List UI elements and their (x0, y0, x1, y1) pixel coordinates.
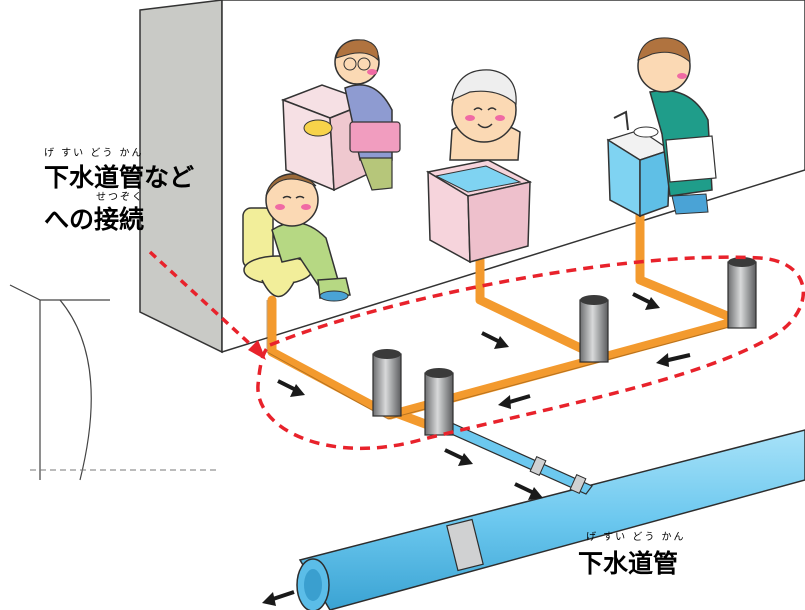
sewer-main-label: 下水道管 (578, 549, 678, 578)
kitchen-sink-icon (606, 110, 672, 218)
flow-arrow-icon (481, 331, 509, 349)
flow-arrow-icon (277, 379, 305, 397)
flow-arrow-icon (656, 353, 691, 367)
woman-figure (449, 69, 521, 161)
highlight-outline (256, 255, 805, 450)
sewer-main-pipe (296, 429, 805, 610)
connection-label-furigana-2: せつぞく (96, 191, 144, 203)
man-laundry-figure (334, 39, 401, 191)
flow-arrow-icon (262, 590, 295, 606)
man-kitchen-figure (633, 37, 717, 215)
connection-label-furigana-1: げ すい どう かん (44, 147, 144, 159)
inspection-basin-icon (424, 368, 454, 436)
private-drain-outline (266, 300, 741, 420)
bath-icon (425, 159, 533, 264)
inspection-basin-icon (727, 257, 757, 329)
pointer-line (148, 250, 264, 357)
inspection-basin-icon (372, 349, 402, 417)
flow-arrow-icon (498, 394, 531, 409)
inspection-basin-icon (579, 295, 609, 363)
connection-label-line2: への接続 (44, 205, 144, 234)
pointer-arrowhead (248, 340, 266, 360)
connection-label-line1: 下水道管など (44, 163, 194, 192)
child-figure (265, 173, 351, 302)
sewer-main-label-furigana: げ すい どう かん (586, 531, 686, 543)
flow-arrow-icon (632, 292, 660, 310)
foundation (9, 284, 220, 481)
flow-arrow-icon (514, 482, 543, 500)
flow-arrow-icon (444, 448, 473, 466)
toilet-icon (242, 207, 313, 298)
